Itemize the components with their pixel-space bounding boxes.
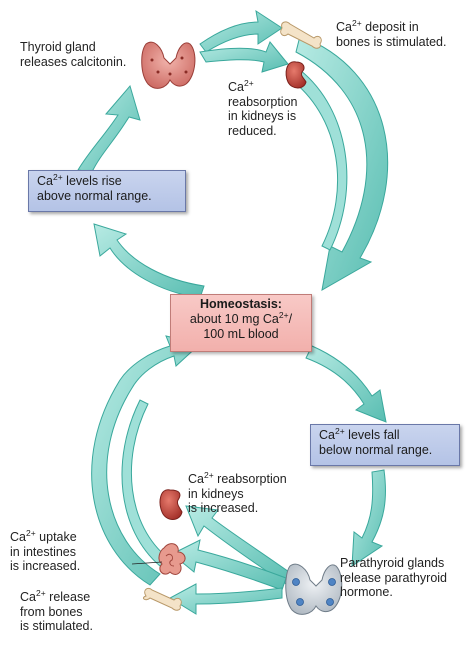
bone-icon — [280, 21, 322, 49]
kidney-reabsorption-reduced-label: Ca2+ reabsorption in kidneys is reduced. — [228, 78, 298, 138]
arrow-parathyroid-to-bone-release — [168, 583, 283, 615]
arrow-to-thyroid — [77, 84, 141, 173]
kidney-icon — [159, 489, 183, 520]
homeostasis-box: Homeostasis: about 10 mg Ca2+/ 100 mL bl… — [170, 294, 312, 352]
thyroid-label: Thyroid gland releases calcitonin. — [20, 40, 127, 69]
levels-fall-box: Ca2+ levels fall below normal range. — [310, 424, 460, 466]
arrow-to-bone-deposit — [199, 9, 283, 53]
kidney-icon — [285, 61, 307, 89]
arrow-to-homeostasis-from-top — [293, 35, 389, 291]
intestine-icon — [158, 543, 186, 575]
arrow-homeostasis-to-fall — [305, 345, 387, 423]
intestine-uptake-label: Ca2+ uptake in intestines is increased. — [10, 528, 81, 573]
arrow-fall-to-parathyroid — [351, 469, 386, 567]
arrow-to-kidney-top — [199, 41, 289, 73]
levels-rise-box: Ca2+ levels rise above normal range. — [28, 170, 186, 212]
bone-deposit-label: Ca2+ deposit in bones is stimulated. — [336, 18, 447, 49]
bone-icon — [143, 587, 182, 611]
arrow-parathyroid-to-intestine — [171, 539, 287, 591]
arrow-parathyroid-to-kidney-bottom — [185, 505, 293, 585]
kidney-reabsorption-increased-label: Ca2+ reabsorption in kidneys is increase… — [188, 470, 287, 515]
arrow-homeostasis-to-rise — [93, 223, 205, 299]
thyroid-gland-icon — [141, 41, 196, 89]
parathyroid-label: Parathyroid glands release parathyroid h… — [340, 556, 448, 599]
bone-release-label: Ca2+ release from bones is stimulated. — [20, 588, 93, 633]
parathyroid-glands-icon — [285, 563, 343, 615]
arrow-back-to-homeostasis — [91, 335, 202, 586]
intestine-leader-line — [131, 561, 163, 565]
